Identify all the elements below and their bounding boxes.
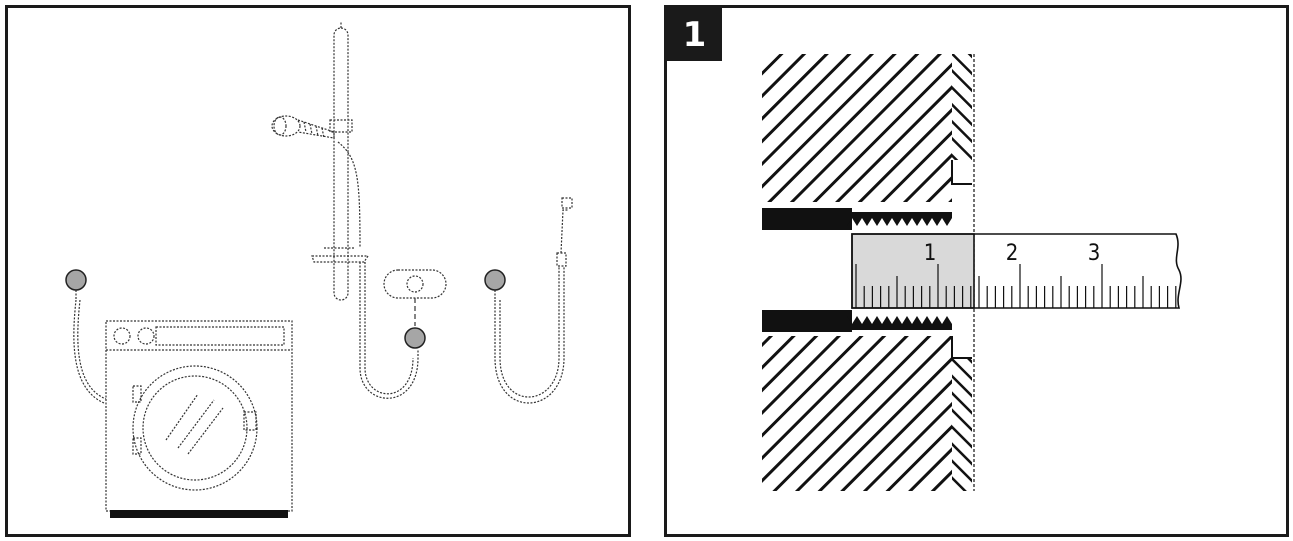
ruler-label-1: 1 bbox=[924, 241, 937, 266]
washing-machine bbox=[105, 320, 293, 512]
right-valve-hose bbox=[494, 197, 573, 404]
centre-hose bbox=[359, 262, 419, 399]
step-1-panel: 1 2 3 1 bbox=[664, 5, 1289, 537]
pipe-wall-lower bbox=[762, 310, 852, 332]
thread-upper bbox=[847, 212, 952, 226]
step-number-badge: 1 bbox=[667, 8, 722, 61]
ruler-label-3: 3 bbox=[1088, 241, 1101, 266]
thread-lower bbox=[847, 316, 952, 330]
centre-valve-icon bbox=[404, 327, 426, 349]
shower-rail bbox=[311, 22, 370, 301]
left-valve-hose bbox=[73, 290, 107, 404]
shower-head bbox=[271, 115, 361, 249]
measuring-ruler: 1 2 3 bbox=[851, 233, 1182, 309]
wall-lower bbox=[762, 336, 972, 491]
wall-upper bbox=[762, 54, 972, 202]
machine-base bbox=[110, 510, 288, 518]
mixer-control bbox=[383, 269, 447, 326]
right-valve-icon bbox=[484, 269, 506, 291]
measurement-diagram: 1 2 3 bbox=[762, 54, 1182, 491]
ruler-label-2: 2 bbox=[1006, 241, 1019, 266]
left-valve-icon bbox=[65, 269, 87, 291]
overview-panel bbox=[5, 5, 631, 537]
pipe-wall-upper bbox=[762, 208, 852, 230]
overview-diagram bbox=[65, 22, 573, 518]
